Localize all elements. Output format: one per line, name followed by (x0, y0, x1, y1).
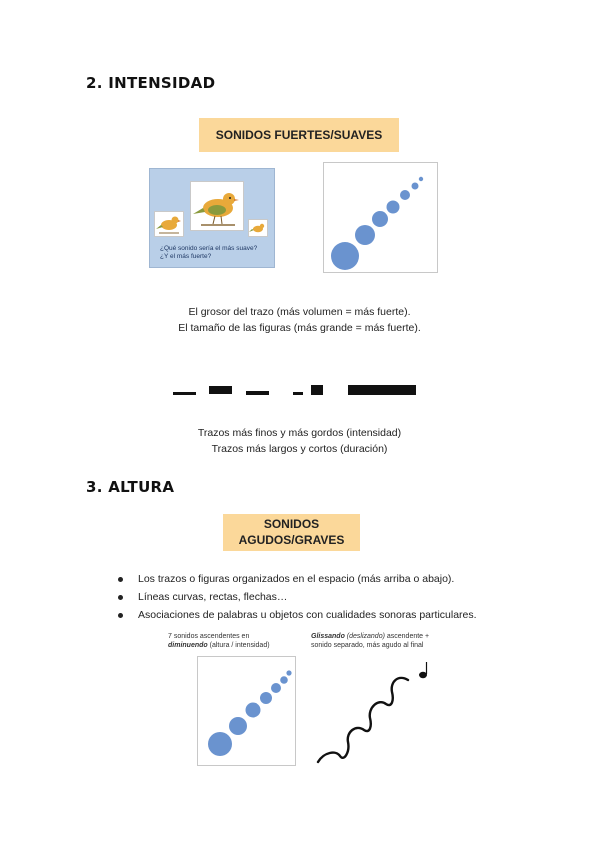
section-title-altura: 3. ALTURA (86, 478, 175, 496)
diminuendo-dots-image (197, 656, 296, 766)
diminuendo-dots-graphic (208, 670, 292, 756)
slide-question-line1: ¿Qué sonido sería el más suave? (160, 245, 258, 252)
medium-bird-card (154, 211, 184, 237)
intensity-description: El grosor del trazo (más volumen = más f… (0, 304, 599, 336)
caption-left-rest: (altura / intensidad) (207, 642, 270, 649)
caption-left-italic: diminuendo (168, 642, 208, 649)
glissando-wave-graphic (316, 662, 428, 764)
slide-question: ¿Qué sonido sería el más suave? ¿Y el má… (160, 245, 272, 261)
bird-slide-image: ¿Qué sonido sería el más suave? ¿Y el má… (149, 168, 275, 268)
intensity-line-2: El tamaño de las figuras (más grande = m… (178, 322, 421, 334)
strokes-line-2: Trazos más largos y cortos (duración) (211, 443, 388, 455)
badge-line-1: SONIDOS (263, 517, 320, 531)
pitch-bullet-list: Los trazos o figuras organizados en el e… (116, 570, 536, 624)
small-bird-icon (249, 223, 265, 233)
glissando-caption: Glissando (deslizando) ascendente + soni… (311, 632, 451, 650)
intensity-line-1: El grosor del trazo (más volumen = más f… (188, 306, 411, 318)
bullet-icon (118, 613, 123, 618)
caption-left-line1: 7 sonidos ascendentes en (168, 633, 250, 640)
ascending-dots-image (323, 162, 438, 273)
badge-sonidos-agudos-graves: SONIDOS AGUDOS/GRAVES (223, 514, 360, 551)
caption-right-line2: sonido separado, más agudo al final (311, 642, 424, 649)
section-title-intensidad: 2. INTENSIDAD (86, 74, 216, 92)
caption-right-rest: ascendente + (384, 633, 430, 640)
medium-bird-icon (156, 216, 181, 234)
list-item: Asociaciones de palabras u objetos con c… (116, 606, 536, 624)
diminuendo-caption: 7 sonidos ascendentes en diminuendo (alt… (168, 632, 298, 650)
large-bird-icon (193, 193, 239, 226)
small-bird-card (248, 219, 268, 237)
strokes-description: Trazos más finos y más gordos (intensida… (0, 425, 599, 457)
slide-question-line2: ¿Y el más fuerte? (160, 253, 212, 260)
bullet-icon (118, 577, 123, 582)
bullet-text: Asociaciones de palabras u objetos con c… (138, 609, 477, 621)
large-bird-card (190, 181, 244, 231)
ascending-dots-graphic (331, 176, 424, 270)
bullet-text: Líneas curvas, rectas, flechas… (138, 591, 288, 603)
strokes-line-1: Trazos más finos y más gordos (intensida… (197, 427, 402, 439)
stroke-samples-graphic (173, 385, 416, 395)
badge-sonidos-fuertes-suaves: SONIDOS FUERTES/SUAVES (199, 118, 399, 152)
bullet-icon (118, 595, 123, 600)
list-item: Líneas curvas, rectas, flechas… (116, 588, 536, 606)
caption-right-italic: Glissando (311, 633, 345, 640)
bullet-text: Los trazos o figuras organizados en el e… (138, 573, 455, 585)
caption-right-paren: (deslizando) (344, 633, 385, 640)
list-item: Los trazos o figuras organizados en el e… (116, 570, 536, 588)
badge-line-2: AGUDOS/GRAVES (238, 533, 345, 547)
